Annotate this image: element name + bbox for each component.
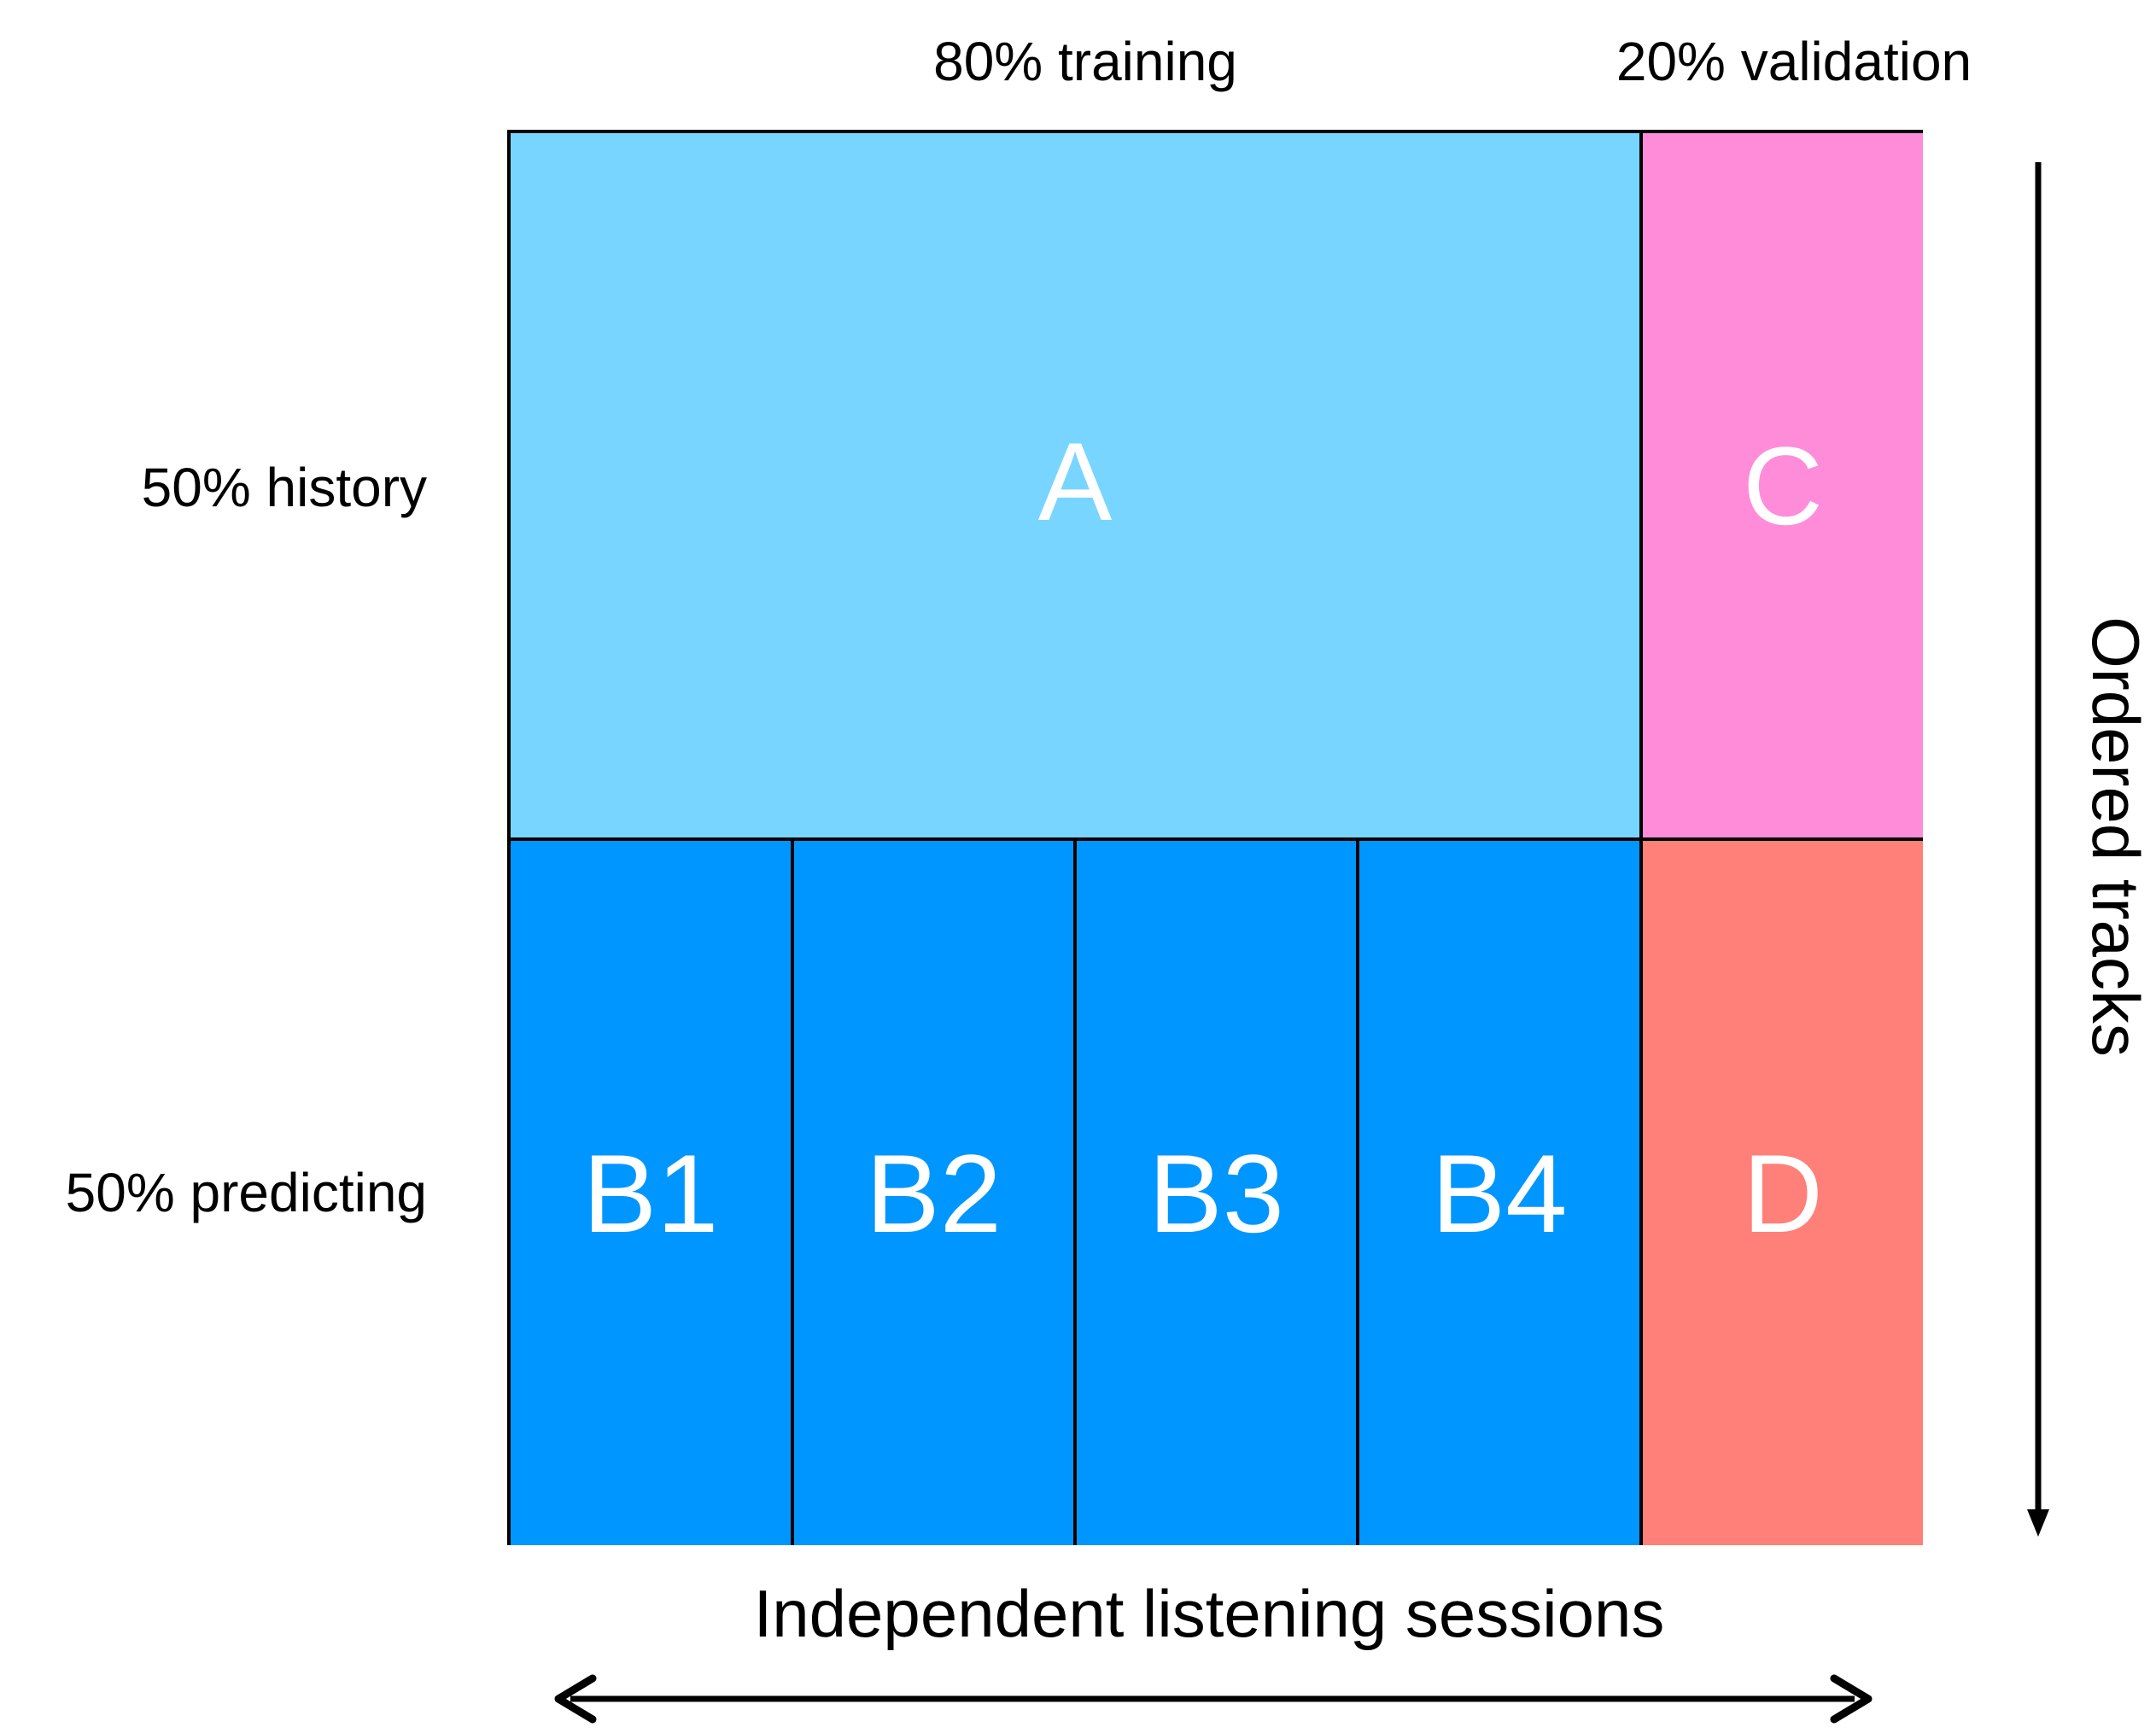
block-c-label: C [1743, 423, 1823, 548]
column-label-validation: 20% validation [1616, 31, 1972, 92]
horizontal-double-arrow-icon [554, 1674, 1873, 1724]
block-d-label: D [1743, 1130, 1823, 1256]
row-label-history: 50% history [141, 457, 427, 518]
block-b4: B4 [1359, 841, 1643, 1545]
block-b2: B2 [794, 841, 1077, 1545]
block-a-label: A [1037, 418, 1113, 544]
column-label-training: 80% training [933, 31, 1237, 92]
block-b3-label: B3 [1148, 1130, 1284, 1256]
block-b1: B1 [511, 841, 794, 1545]
block-b2-label: B2 [865, 1130, 1002, 1256]
vertical-arrow-icon [2027, 162, 2049, 1537]
block-c: C [1643, 133, 1923, 841]
block-b1-label: B1 [582, 1130, 719, 1256]
block-b4-label: B4 [1431, 1130, 1568, 1256]
block-a: A [511, 133, 1643, 841]
y-axis-label: Ordered tracks [2078, 616, 2153, 1057]
block-d: D [1643, 841, 1923, 1545]
row-label-predicting: 50% predicting [65, 1162, 427, 1223]
split-grid: A C B1 B2 B3 B4 D [507, 130, 1923, 1545]
block-b3: B3 [1077, 841, 1359, 1545]
x-axis-label: Independent listening sessions [753, 1576, 1665, 1651]
